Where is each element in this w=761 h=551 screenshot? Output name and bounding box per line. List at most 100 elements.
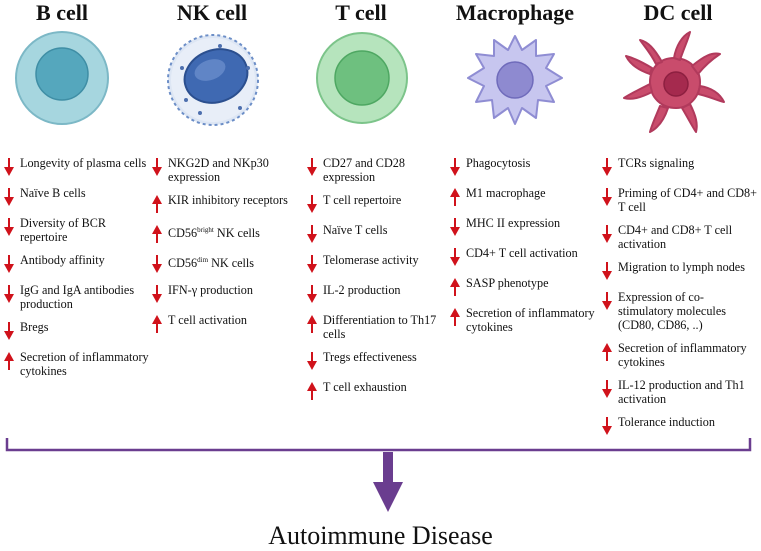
item-text: MHC II expression — [466, 216, 561, 230]
decrease-arrow-icon — [307, 224, 319, 244]
grouping-bracket — [5, 438, 752, 452]
decrease-arrow-icon — [450, 217, 462, 237]
t-cell-item: Differentiation to Th17 cells — [307, 313, 447, 341]
down-arrow-icon — [373, 452, 403, 512]
decrease-arrow-icon — [307, 254, 319, 274]
item-text: SASP phenotype — [466, 276, 549, 290]
item-text: Phagocytosis — [466, 156, 531, 170]
decrease-arrow-icon — [602, 291, 614, 311]
item-text: CD56dim NK cells — [168, 256, 255, 270]
decrease-arrow-icon — [4, 187, 16, 207]
superscript: bright — [197, 226, 214, 234]
macrophage-illustration — [467, 35, 563, 125]
title-nk-cell: NK cell — [176, 0, 248, 25]
b-cell-illustration — [15, 31, 109, 125]
title-dc-cell: DC cell — [643, 0, 713, 25]
item-text: Bregs — [20, 320, 49, 334]
t-cell-item: IL-2 production — [307, 283, 447, 304]
item-text: T cell activation — [168, 313, 247, 327]
decrease-arrow-icon — [602, 157, 614, 177]
decrease-arrow-icon — [4, 321, 16, 341]
nk-cell-item: KIR inhibitory receptors — [152, 193, 302, 214]
decrease-arrow-icon — [602, 379, 614, 399]
item-text: M1 macrophage — [466, 186, 546, 200]
b-cell-item: Bregs — [4, 320, 154, 341]
item-text: KIR inhibitory receptors — [168, 193, 288, 207]
increase-arrow-icon — [152, 194, 164, 214]
dc-cell-item: Expression of co-stimulatory molecules (… — [602, 290, 757, 332]
decrease-arrow-icon — [450, 247, 462, 267]
dc-cell-item: Tolerance induction — [602, 415, 757, 436]
increase-arrow-icon — [450, 277, 462, 297]
item-text: Naïve B cells — [20, 186, 86, 200]
b-cell-item: Longevity of plasma cells — [4, 156, 154, 177]
increase-arrow-icon — [4, 351, 16, 371]
decrease-arrow-icon — [450, 157, 462, 177]
increase-arrow-icon — [602, 342, 614, 362]
item-text: Expression of co-stimulatory molecules (… — [618, 290, 726, 332]
decrease-arrow-icon — [152, 157, 164, 177]
t-cell-item: Tregs effectiveness — [307, 350, 447, 371]
item-text: IgG and IgA antibodies production — [20, 283, 135, 311]
item-text: T cell exhaustion — [323, 380, 407, 394]
t-cell-item: T cell exhaustion — [307, 380, 447, 401]
dc-cell-item: Priming of CD4+ and CD8+ T cell — [602, 186, 757, 214]
item-text: Antibody affinity — [20, 253, 105, 267]
b-cell-item: Antibody affinity — [4, 253, 154, 274]
decrease-arrow-icon — [602, 416, 614, 436]
decrease-arrow-icon — [307, 284, 319, 304]
item-text: IFN-γ production — [168, 283, 253, 297]
item-text: Migration to lymph nodes — [618, 260, 745, 274]
increase-arrow-icon — [450, 187, 462, 207]
macrophage-item: Secretion of inflammatory cytokines — [450, 306, 600, 334]
increase-arrow-icon — [152, 224, 164, 244]
dc-cell-item: CD4+ and CD8+ T cell activation — [602, 223, 757, 251]
item-text: Longevity of plasma cells — [20, 156, 147, 170]
increase-arrow-icon — [152, 314, 164, 334]
item-text: T cell repertoire — [323, 193, 402, 207]
t-cell-item: T cell repertoire — [307, 193, 447, 214]
dc-cell-item: IL-12 production and Th1 activation — [602, 378, 757, 406]
item-text: Secretion of inflammatory cytokines — [618, 341, 747, 369]
decrease-arrow-icon — [602, 187, 614, 207]
item-text: Differentiation to Th17 cells — [323, 313, 437, 341]
item-text: IL-12 production and Th1 activation — [618, 378, 745, 406]
decrease-arrow-icon — [152, 284, 164, 304]
increase-arrow-icon — [450, 307, 462, 327]
decrease-arrow-icon — [4, 217, 16, 237]
conclusion-label: Autoimmune Disease — [268, 521, 493, 550]
b-cell-item: Diversity of BCR repertoire — [4, 216, 154, 244]
dc-cell-item: TCRs signaling — [602, 156, 757, 177]
increase-arrow-icon — [307, 381, 319, 401]
macrophage-item: M1 macrophage — [450, 186, 600, 207]
item-text: IL-2 production — [323, 283, 401, 297]
b-cell-item: Naïve B cells — [4, 186, 154, 207]
superscript: dim — [197, 256, 209, 264]
increase-arrow-icon — [307, 314, 319, 334]
nk-cell-item: CD56dim NK cells — [152, 253, 302, 274]
decrease-arrow-icon — [4, 254, 16, 274]
title-t-cell: T cell — [335, 0, 387, 25]
t-cell-illustration — [316, 32, 408, 124]
dc-cell-item: Migration to lymph nodes — [602, 260, 757, 281]
item-text: Tolerance induction — [618, 415, 715, 429]
t-cell-item: CD27 and CD28 expression — [307, 156, 447, 184]
nk-cell-item: T cell activation — [152, 313, 302, 334]
title-macrophage: Macrophage — [455, 0, 575, 25]
nk-cell-item: CD56bright NK cells — [152, 223, 302, 244]
macrophage-item: CD4+ T cell activation — [450, 246, 600, 267]
macrophage-item: MHC II expression — [450, 216, 600, 237]
item-text: Naïve T cells — [323, 223, 388, 237]
dc-cell-item: Secretion of inflammatory cytokines — [602, 341, 757, 369]
item-text: NKG2D and NKp30 expression — [168, 156, 269, 184]
item-text: Secretion of inflammatory cytokines — [20, 350, 149, 378]
decrease-arrow-icon — [4, 157, 16, 177]
b-cell-item: Secretion of inflammatory cytokines — [4, 350, 154, 378]
item-text: TCRs signaling — [618, 156, 695, 170]
macrophage-item: Phagocytosis — [450, 156, 600, 177]
nk-cell-item: IFN-γ production — [152, 283, 302, 304]
item-text: Tregs effectiveness — [323, 350, 417, 364]
item-text: CD4+ and CD8+ T cell activation — [618, 223, 733, 251]
item-text: CD27 and CD28 expression — [323, 156, 405, 184]
decrease-arrow-icon — [152, 254, 164, 274]
